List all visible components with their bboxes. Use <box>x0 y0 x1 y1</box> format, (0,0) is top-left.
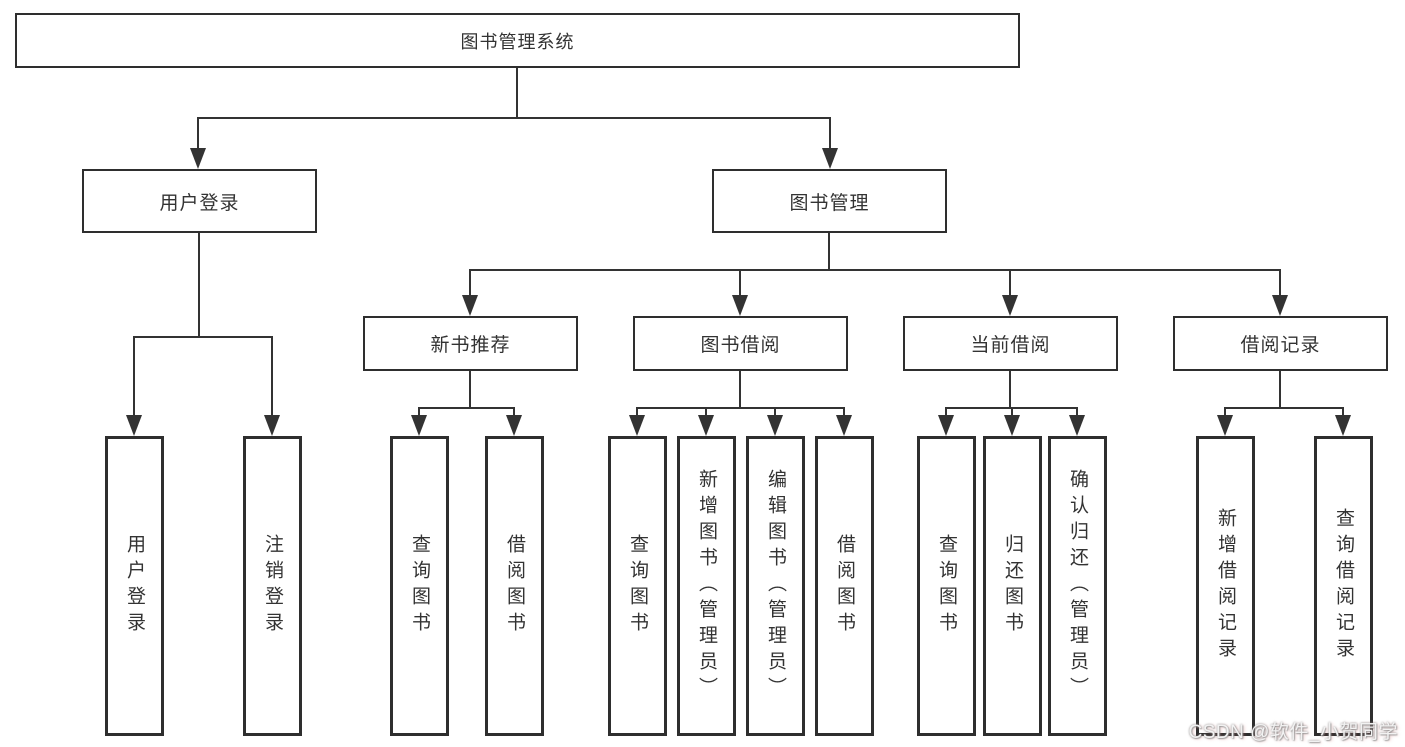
node-label: 编辑图书（管理员） <box>765 469 786 703</box>
edge-root-to-level2 <box>190 68 838 169</box>
leaf-query-books-current: 查询图书 <box>917 436 976 736</box>
node-book-management: 图书管理 <box>712 169 947 233</box>
node-label: 借阅记录 <box>1240 335 1321 356</box>
csdn-watermark: CSDN @软件_小贺同学 <box>1188 722 1398 743</box>
leaf-confirm-return-admin: 确认归还（管理员） <box>1048 436 1107 736</box>
node-label: 借阅图书 <box>504 534 525 638</box>
node-label: 查询图书 <box>627 534 648 638</box>
node-label: 当前借阅 <box>970 335 1051 356</box>
node-borrow-records: 借阅记录 <box>1173 316 1388 371</box>
node-label: 图书管理系统 <box>460 31 575 52</box>
node-label: 新增图书（管理员） <box>696 469 717 703</box>
node-label: 查询借阅记录 <box>1333 508 1354 664</box>
leaf-edit-books-admin: 编辑图书（管理员） <box>746 436 805 736</box>
leaf-add-books-admin: 新增图书（管理员） <box>677 436 736 736</box>
node-library-management-system: 图书管理系统 <box>15 13 1020 68</box>
node-label: 借阅图书 <box>834 534 855 638</box>
leaf-query-books-borrow: 查询图书 <box>608 436 667 736</box>
edge-user-login-to-leaves <box>126 233 280 436</box>
node-book-borrow: 图书借阅 <box>633 316 848 371</box>
node-label: 新书推荐 <box>430 335 511 356</box>
edge-borrow-records-to-leaves <box>1217 371 1351 436</box>
leaf-return-books: 归还图书 <box>983 436 1042 736</box>
node-current-borrow: 当前借阅 <box>903 316 1118 371</box>
edge-current-borrow-to-leaves <box>938 371 1085 436</box>
node-user-login: 用户登录 <box>82 169 317 233</box>
leaf-query-borrow-record: 查询借阅记录 <box>1314 436 1373 736</box>
node-new-book-recommend: 新书推荐 <box>363 316 578 371</box>
leaf-add-borrow-record: 新增借阅记录 <box>1196 436 1255 736</box>
edge-new-book-recommend-to-leaves <box>411 371 522 436</box>
node-label: 查询图书 <box>936 534 957 638</box>
node-label: 查询图书 <box>409 534 430 638</box>
leaf-logout: 注销登录 <box>243 436 302 736</box>
node-label: 图书管理 <box>789 192 870 214</box>
node-label: 确认归还（管理员） <box>1067 469 1088 703</box>
node-label: 用户登录 <box>124 534 145 638</box>
node-label: 用户登录 <box>159 192 240 214</box>
node-label: 新增借阅记录 <box>1215 508 1236 664</box>
edge-book-borrow-to-leaves <box>629 371 852 436</box>
leaf-borrow-books-newbook: 借阅图书 <box>485 436 544 736</box>
node-label: 归还图书 <box>1002 534 1023 638</box>
leaf-user-login: 用户登录 <box>105 436 164 736</box>
node-label: 注销登录 <box>262 534 283 638</box>
leaf-query-books-newbook: 查询图书 <box>390 436 449 736</box>
leaf-borrow-books: 借阅图书 <box>815 436 874 736</box>
node-label: 图书借阅 <box>700 335 781 356</box>
edge-book-management-to-level3 <box>462 233 1288 316</box>
